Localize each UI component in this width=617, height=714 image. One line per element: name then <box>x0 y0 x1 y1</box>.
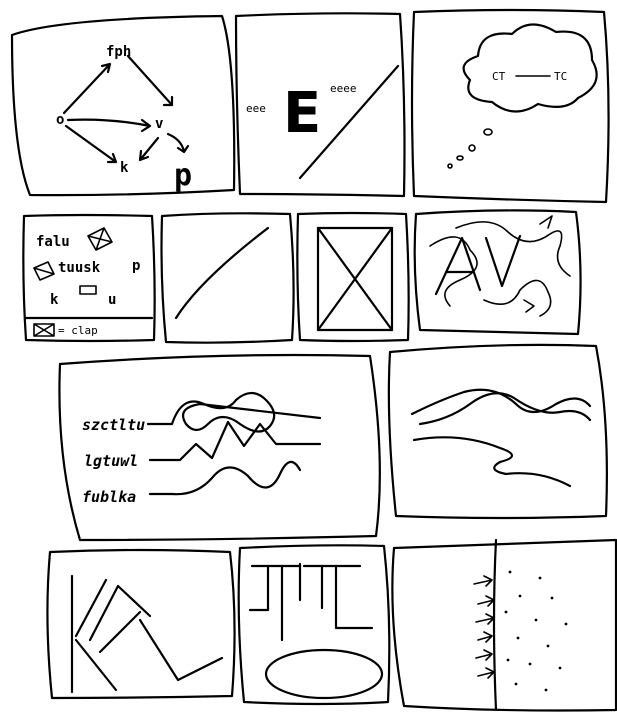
dot-field <box>505 571 568 692</box>
wave-curve-c <box>414 437 570 486</box>
panel-legend: falu tuusk p k u = clap <box>23 215 154 341</box>
graph-label-top: fph <box>106 44 131 60</box>
graph-label-big: p <box>174 158 192 193</box>
legend-item-falu: falu <box>36 234 70 250</box>
wave-curve-3 <box>150 462 300 494</box>
graph-arrow <box>64 64 110 113</box>
legend-item-tuusk: tuusk <box>58 260 101 276</box>
graph-arrow <box>66 126 116 162</box>
stroke-letter-l <box>140 620 222 680</box>
graph-label-mid: v <box>155 116 163 132</box>
stroke-letter-f <box>90 586 150 652</box>
legend-item-p: p <box>132 258 140 274</box>
clap-icon <box>34 324 54 336</box>
graph-arrow <box>168 134 188 152</box>
panel-arrows <box>392 540 616 711</box>
envelope-icon <box>88 228 112 250</box>
panel-pillars <box>239 545 390 704</box>
legend-clap-label: = clap <box>58 324 98 337</box>
panel-letter-e: E eee eeee <box>236 13 405 196</box>
panel-waves <box>389 345 607 518</box>
oval-base <box>266 650 382 698</box>
panel-tangle <box>415 210 581 334</box>
legend-item-u: u <box>108 292 116 308</box>
panel-graph: fph o v k p <box>12 16 234 195</box>
graph-arrow <box>140 138 158 160</box>
dots-right: eeee <box>330 82 357 95</box>
graph-label-left: o <box>56 112 64 128</box>
big-letter-e: E <box>283 81 321 146</box>
diagonal-line <box>176 228 268 318</box>
wave-label-2: lgtuwl <box>84 452 138 470</box>
tangle-letter-a <box>436 238 480 294</box>
panel-x-box <box>297 213 408 341</box>
thought-cloud <box>464 24 597 111</box>
wave-curve-2 <box>150 422 320 460</box>
graph-label-bottom: k <box>120 160 129 176</box>
pillar-left <box>250 566 300 640</box>
panel-cloud: CT TC <box>412 10 609 202</box>
wave-label-1: szctltu <box>82 416 145 434</box>
wave-curve-1 <box>148 393 320 432</box>
dots-left: eee <box>246 102 266 115</box>
panel-waves-labeled: szctltu lgtuwl fublka <box>59 355 379 540</box>
cloud-label-left: CT <box>492 70 506 83</box>
box-icon <box>80 286 96 294</box>
wave-label-3: fublka <box>82 488 136 506</box>
pillar-right <box>304 566 372 628</box>
arrow-group <box>474 576 494 678</box>
graph-arrow <box>128 56 172 105</box>
panel-diagonal <box>162 213 294 342</box>
divider-line <box>494 540 496 710</box>
graph-arrow <box>68 120 150 131</box>
envelope-icon <box>34 262 54 280</box>
legend-item-k: k <box>50 292 59 308</box>
panel-strokes <box>47 550 234 698</box>
tangle-letter-v <box>486 236 520 286</box>
cloud-label-right: TC <box>554 70 567 83</box>
